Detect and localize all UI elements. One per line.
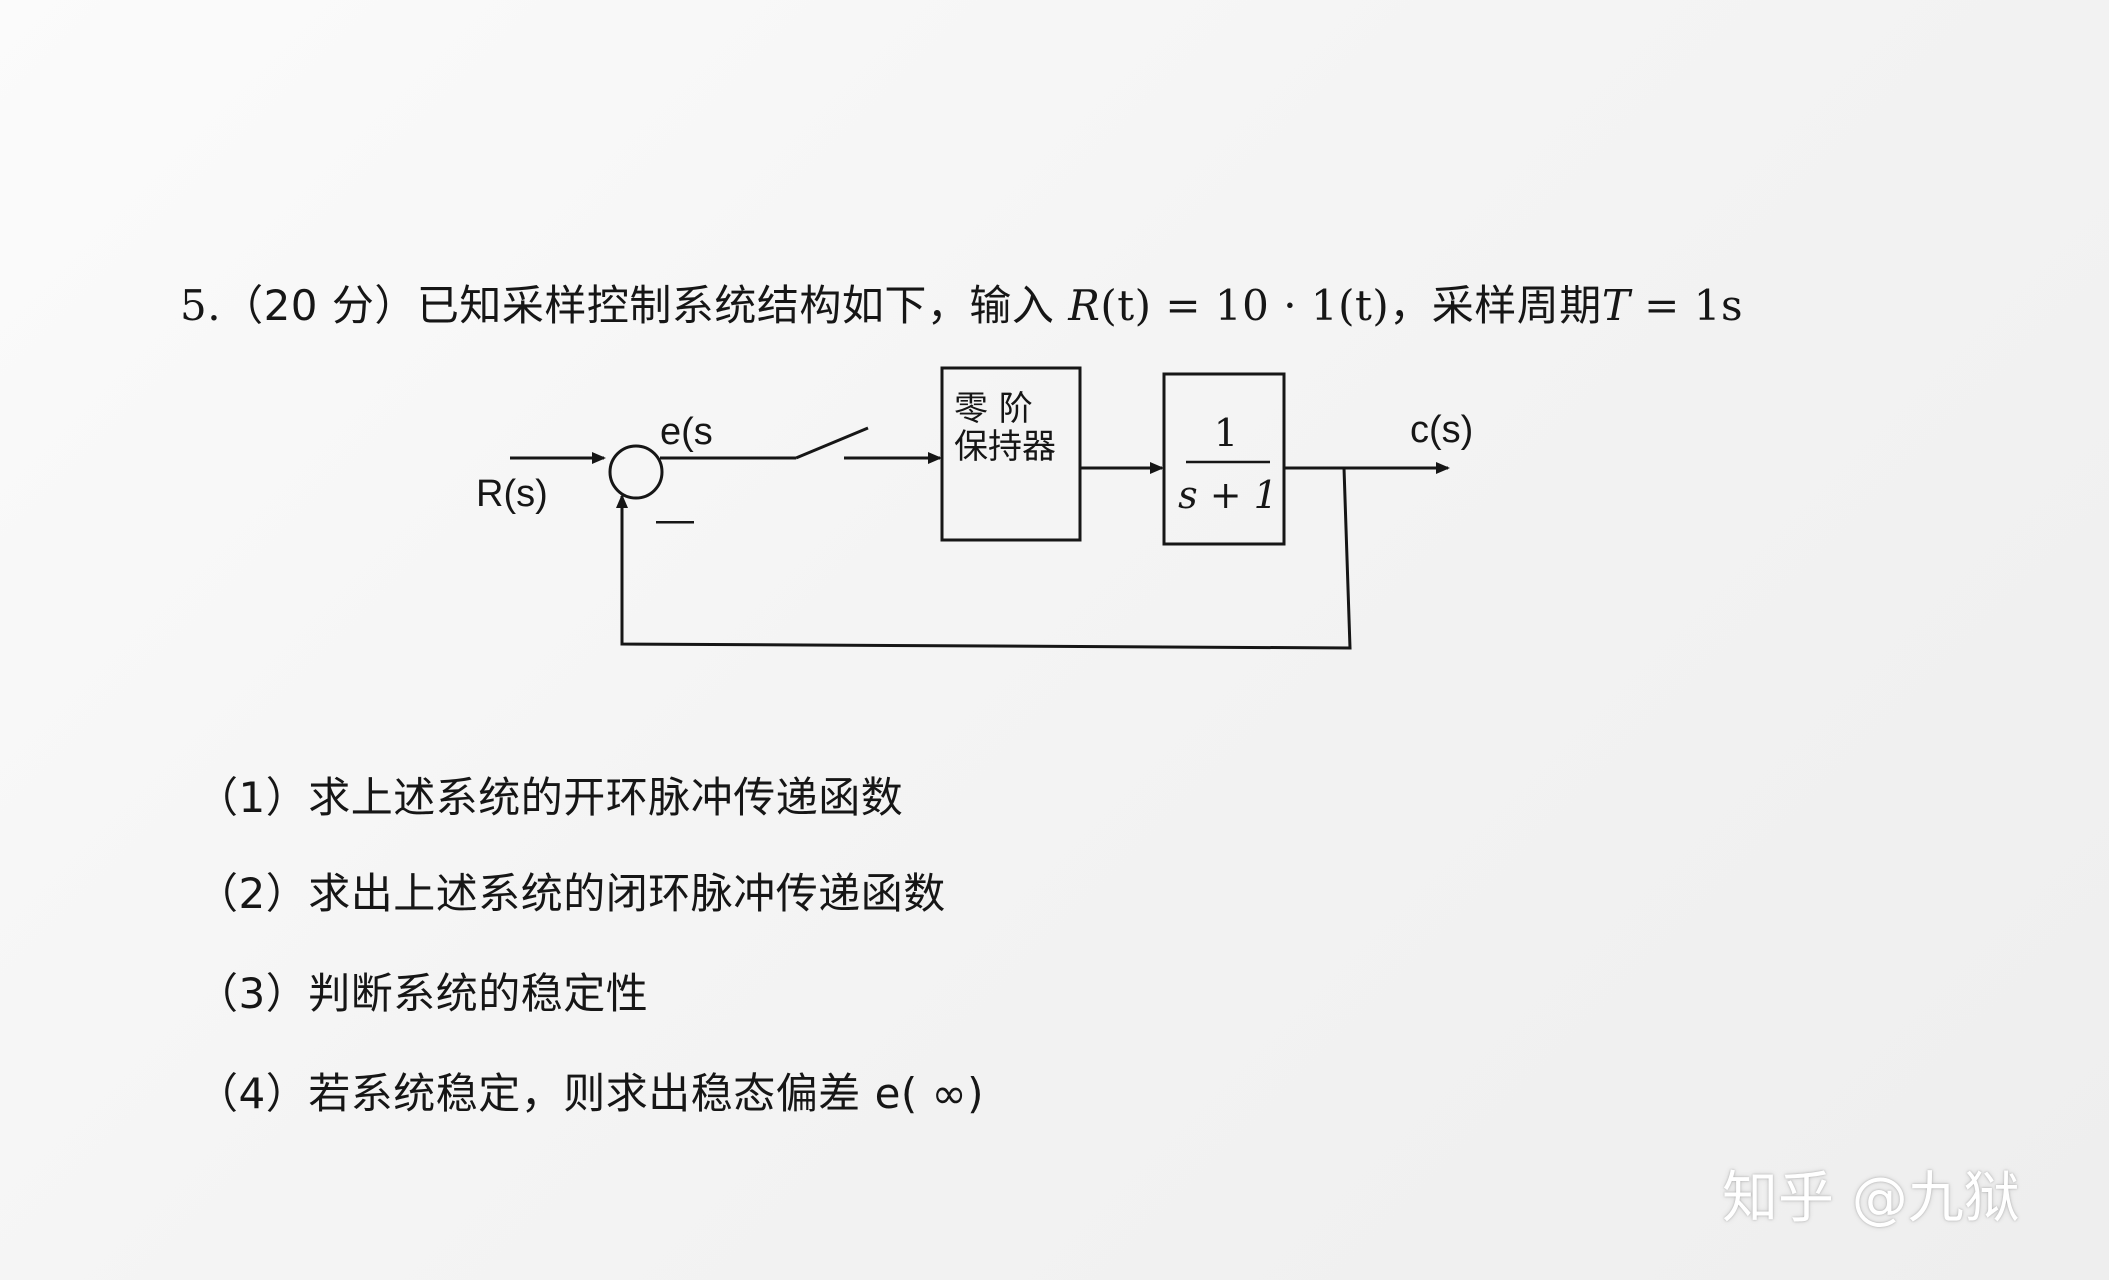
zoh-label-line1: 零 阶 (954, 389, 1033, 429)
problem-text-period: ，采样周期 (1389, 281, 1602, 330)
problem-points: （20 分） (221, 281, 417, 330)
output-label: c(s) (1410, 409, 1473, 451)
plant-denominator: s + 1 (1178, 473, 1278, 517)
summing-junction (608, 444, 664, 500)
problem-statement: 5.（20 分）已知采样控制系统结构如下，输入 R(t) = 10 · 1(t)… (180, 278, 1743, 334)
problem-text-intro: 已知采样控制系统结构如下，输入 (416, 281, 1055, 330)
question-4: （4）若系统稳定，则求出稳态偏差 e( ∞) (196, 1069, 985, 1118)
period-value: = 1s (1630, 281, 1743, 330)
input-symbol: R (1068, 281, 1101, 330)
watermark: 知乎 @九狱 (1722, 1166, 2020, 1231)
input-label: R(s) (476, 473, 548, 515)
feedback-path (616, 467, 1352, 650)
zero-order-hold-block (940, 366, 1082, 542)
minus-sign: — (656, 499, 694, 541)
zoh-label-line2: 保持器 (954, 427, 1056, 467)
question-1: （1）求上述系统的开环脉冲传递函数 (196, 773, 904, 822)
plant-block (1162, 372, 1286, 546)
question-2: （2）求出上述系统的闭环脉冲传递函数 (196, 869, 946, 918)
plant-numerator: 1 (1214, 411, 1238, 455)
input-expression: (t) = 10 · 1(t) (1100, 281, 1390, 330)
question-3: （3）判断系统的稳定性 (196, 969, 649, 1018)
sampler-switch (795, 426, 869, 460)
error-label: e(s (660, 411, 713, 453)
problem-number: 5. (180, 281, 222, 330)
period-symbol: T (1601, 281, 1631, 330)
